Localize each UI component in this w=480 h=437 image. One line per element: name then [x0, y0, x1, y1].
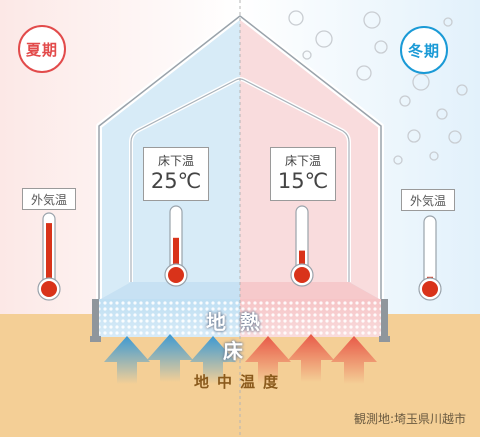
thermometer-fill — [173, 237, 179, 273]
summer-outside-label: 外気温 — [22, 188, 76, 210]
warm-arrows — [245, 334, 377, 384]
thermometer-fill — [299, 250, 305, 273]
floor-label: 地熱床 — [206, 310, 274, 363]
thermometer-summer-inside — [164, 205, 188, 287]
thermometer-winter-inside — [290, 205, 314, 287]
winter-badge: 冬期 — [400, 26, 448, 74]
summer-inside-card: 床下温 25℃ — [143, 147, 209, 201]
cool-arrows — [104, 334, 236, 384]
summer-inside-label: 床下温 — [157, 154, 194, 168]
summer-inside-temp: 25℃ — [150, 169, 202, 193]
thermometer-summer-outside — [37, 212, 61, 301]
winter-inside-label: 床下温 — [284, 154, 321, 168]
ground-label: 地中温度 — [193, 373, 286, 391]
winter-inside-card: 床下温 15℃ — [270, 147, 336, 201]
summer-badge: 夏期 — [18, 25, 66, 73]
thermometer-winter-outside — [418, 215, 442, 301]
winter-inside-temp: 15℃ — [277, 169, 329, 193]
observation-location: 観測地:埼玉県川越市 — [353, 412, 466, 426]
winter-outside-label: 外気温 — [401, 189, 455, 211]
thermometer-fill — [46, 223, 52, 287]
bubbles-decoration — [288, 10, 468, 165]
